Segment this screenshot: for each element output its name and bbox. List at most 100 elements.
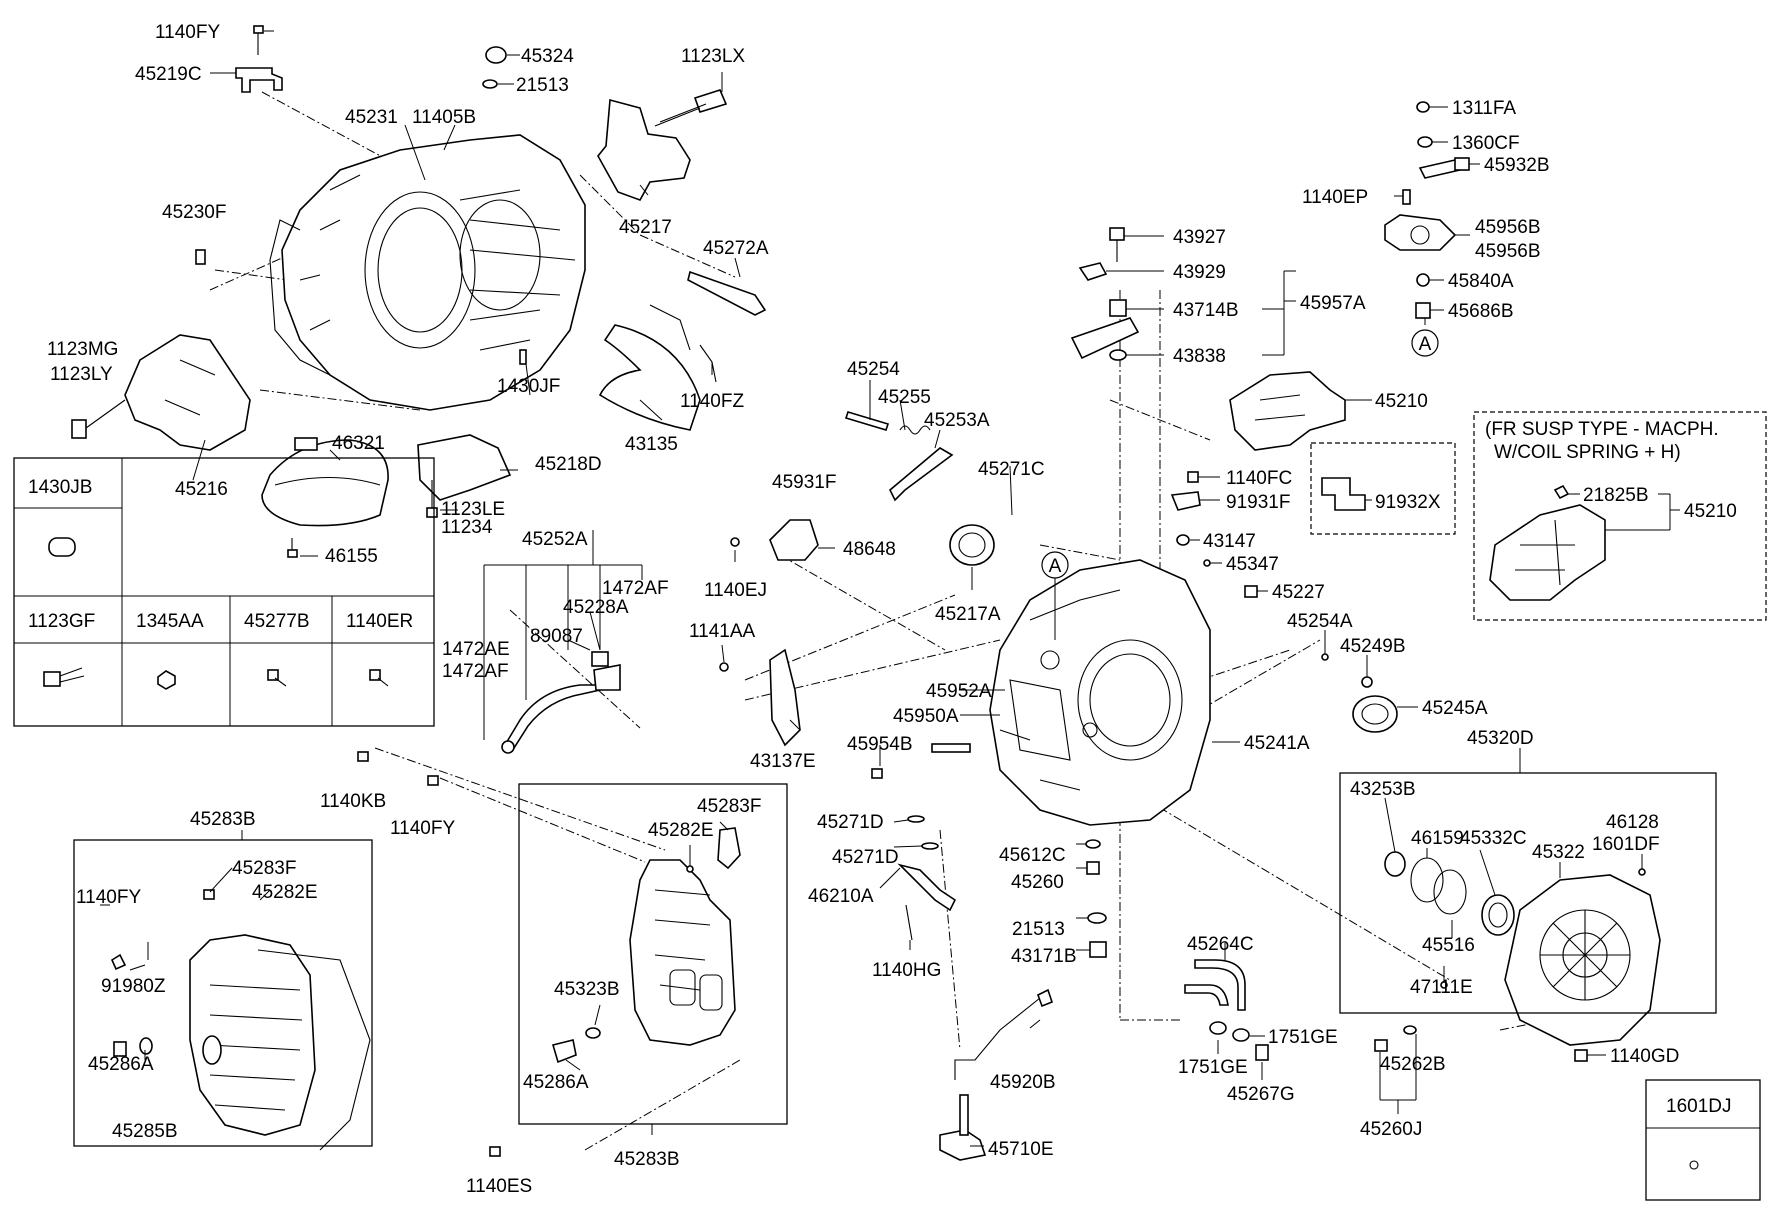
bolt-icon (357, 751, 369, 762)
label-1430jf: 1430JF (497, 376, 560, 397)
table-cell-1345aa: 1345AA (136, 611, 204, 632)
label-45253a: 45253A (924, 410, 990, 431)
washer-21513 (482, 79, 498, 89)
o-ring-46159 (1410, 857, 1444, 903)
bracket-46210a (897, 863, 957, 912)
bolt-43927 (1109, 227, 1125, 241)
label-45230f: 45230F (162, 202, 226, 223)
spring-45255 (899, 425, 931, 435)
seal-45271d (907, 815, 925, 823)
legend-table-frame (13, 457, 435, 727)
label-43838: 43838 (1173, 346, 1226, 367)
label-43929: 43929 (1173, 262, 1226, 283)
label-45320d: 45320D (1467, 728, 1534, 749)
label-1140kb: 1140KB (320, 791, 386, 812)
label-91932x: 91932X (1375, 492, 1441, 513)
label-45516: 45516 (1422, 935, 1475, 956)
bolt-icon (1187, 471, 1199, 483)
label-45283b: 45283B (190, 809, 256, 830)
callout-a-top-text: A (1419, 334, 1432, 355)
bolt-45277b-icon (267, 669, 287, 687)
leader-lines (100, 30, 1680, 1147)
label-45282e-b: 45282E (648, 820, 714, 841)
bolt-icon (871, 768, 883, 779)
part-1601dj-icon (1689, 1160, 1699, 1170)
label-45957a: 45957A (1300, 293, 1366, 314)
filter-46321 (261, 439, 389, 527)
tube-45920b (954, 997, 1041, 1080)
label-45254: 45254 (847, 359, 900, 380)
oil-seal-45245a (1352, 695, 1398, 733)
oil-seal-45217a (949, 524, 995, 566)
rod-45272a (687, 270, 767, 316)
sensor-45956b (1384, 214, 1457, 251)
label-45231: 45231 (345, 107, 398, 128)
label-45255: 45255 (878, 387, 931, 408)
label-45612c: 45612C (999, 845, 1066, 866)
label-45286a-b: 45286A (523, 1072, 589, 1093)
valve-cover-center (629, 859, 736, 1046)
pipe-45252a (503, 684, 601, 749)
label-1601df: 1601DF (1592, 834, 1660, 855)
label-1751ge: 1751GE (1268, 1027, 1338, 1048)
plug-45286a (551, 1039, 577, 1064)
rear-cover-45322 (1504, 874, 1661, 1046)
bracket-45219c (235, 67, 283, 93)
label-46159: 46159 (1411, 828, 1464, 849)
label-45264c: 45264C (1187, 934, 1254, 955)
label-45254a: 45254A (1287, 611, 1353, 632)
label-45282e: 45282E (252, 882, 318, 903)
label-11234: 11234 (441, 517, 493, 538)
label-1140gd: 1140GD (1610, 1046, 1679, 1067)
label-45931f: 45931F (772, 472, 836, 493)
label-1140ej: 1140EJ (704, 580, 767, 601)
label-1123le: 1123LE (441, 499, 505, 520)
label-1472af: 1472AF (602, 578, 669, 599)
table-cell-1123gf: 1123GF (28, 611, 95, 632)
washer-21513 (1087, 912, 1107, 924)
pin-45254 (844, 411, 890, 431)
label-45216: 45216 (175, 479, 228, 500)
bolt-icon (71, 399, 126, 439)
label-45241a: 45241A (1244, 733, 1310, 754)
pipe-45264c (1194, 959, 1246, 1011)
label-1140hg: 1140HG (872, 960, 941, 981)
transaxle-case-45241a (989, 559, 1211, 826)
shield-43135 (598, 324, 701, 431)
label-45956b: 45956B (1475, 217, 1541, 238)
label-1140ep: 1140EP (1302, 187, 1368, 208)
bracket-45931f (769, 519, 819, 561)
label-45249b: 45249B (1340, 636, 1406, 657)
plug-46128 (1638, 868, 1646, 876)
label-91931f: 91931F (1226, 492, 1290, 513)
bushing-43714b (1109, 299, 1127, 317)
label-45283f-b: 45283F (697, 796, 761, 817)
pin-1430jb-icon (48, 537, 76, 557)
label-46321: 46321 (332, 433, 385, 454)
label-45217: 45217 (619, 217, 672, 238)
sensor-45283f (717, 827, 741, 870)
label-45210: 45210 (1375, 391, 1428, 412)
label-43714b: 43714B (1173, 300, 1239, 321)
inset-note-line2: W/COIL SPRING + H) (1494, 442, 1681, 463)
valve-cover-box (518, 783, 788, 1125)
seal-45332c (1481, 894, 1515, 936)
label-45710e: 45710E (988, 1139, 1054, 1160)
label-43137e: 43137E (750, 751, 816, 772)
plug-43171b (1089, 941, 1107, 958)
label-46210a: 46210A (808, 886, 874, 907)
label-21825b: 21825B (1583, 485, 1649, 506)
rear-cover-box (1339, 772, 1717, 1014)
label-45920b: 45920B (990, 1072, 1056, 1093)
label-45324: 45324 (521, 46, 574, 67)
washer-45262b (1403, 1025, 1417, 1035)
label-45323b: 45323B (554, 979, 620, 1000)
plug-45260 (1086, 861, 1100, 875)
pin-45230f (195, 249, 206, 265)
bracket-91932x (1321, 477, 1366, 511)
cover-43137e (769, 648, 801, 747)
bolt-icon (287, 538, 298, 558)
bolt-1123gf-icon (43, 667, 85, 687)
label-45932b: 45932B (1484, 155, 1550, 176)
oil-pan-left (189, 934, 371, 1151)
